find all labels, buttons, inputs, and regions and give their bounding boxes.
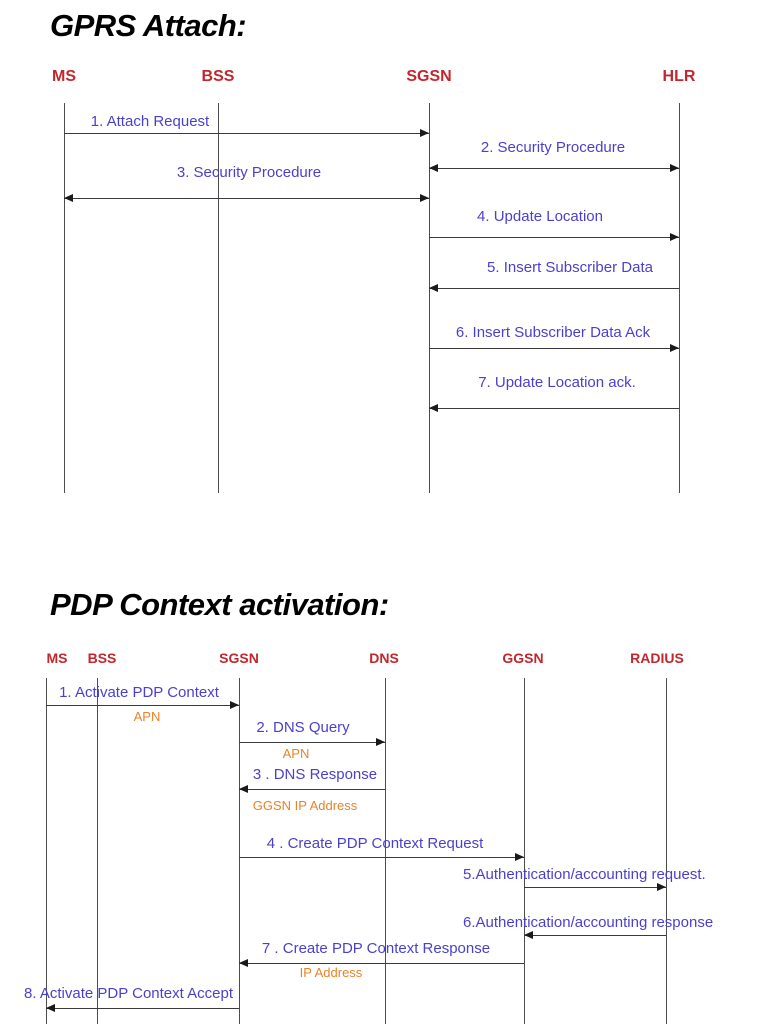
message-label-2: 2. Security Procedure	[480, 139, 626, 156]
annotation-ip-address: IP Address	[299, 965, 363, 980]
actor-label-sgsn-2: SGSN	[219, 650, 259, 666]
arrowhead-right-4	[670, 233, 679, 241]
lifeline-ggsn	[524, 678, 525, 1024]
message-line-pdp-3	[239, 789, 385, 790]
arrowhead-right-pdp-4	[515, 853, 524, 861]
arrowhead-left-pdp-3	[239, 785, 248, 793]
arrowhead-left-5	[429, 284, 438, 292]
annotation-apn-1: APN	[133, 709, 161, 724]
message-line-pdp-5	[524, 887, 666, 888]
arrowhead-right-1	[420, 129, 429, 137]
actor-label-radius: RADIUS	[630, 650, 684, 666]
message-label-pdp-1: 1. Activate PDP Context	[59, 684, 219, 701]
message-line-pdp-4	[239, 857, 524, 858]
message-label-pdp-7: 7 . Create PDP Context Response	[261, 940, 491, 957]
message-line-3	[64, 198, 429, 199]
actor-label-ggsn: GGSN	[502, 650, 544, 666]
annotation-ggsn-ip-address: GGSN IP Address	[252, 798, 358, 813]
lifeline-hlr	[679, 103, 680, 493]
message-line-pdp-7	[239, 963, 524, 964]
message-label-7: 7. Update Location ack.	[478, 374, 636, 391]
annotation-apn-2: APN	[282, 746, 310, 761]
message-line-4	[429, 237, 679, 238]
message-label-4: 4. Update Location	[477, 208, 603, 225]
arrowhead-left-7	[429, 404, 438, 412]
arrowhead-right-pdp-1	[230, 701, 239, 709]
message-label-pdp-2: 2. DNS Query	[256, 719, 350, 736]
message-label-3: 3. Security Procedure	[176, 164, 322, 181]
lifeline-sgsn-2	[239, 678, 240, 1024]
message-line-pdp-1	[46, 705, 239, 706]
arrowhead-right-2	[670, 164, 679, 172]
actor-label-hlr: HLR	[662, 68, 696, 85]
message-line-1	[64, 133, 429, 134]
lifeline-ms-2	[46, 678, 47, 1024]
lifeline-radius	[666, 678, 667, 1024]
lifeline-dns	[385, 678, 386, 1024]
message-line-pdp-6	[524, 935, 666, 936]
message-label-6: 6. Insert Subscriber Data Ack	[455, 324, 651, 341]
arrowhead-left-2	[429, 164, 438, 172]
lifeline-sgsn	[429, 103, 430, 493]
arrowhead-right-3	[420, 194, 429, 202]
actor-label-bss: BSS	[201, 68, 235, 85]
message-line-6	[429, 348, 679, 349]
message-line-5	[429, 288, 679, 289]
actor-label-ms-2: MS	[46, 650, 68, 666]
message-line-pdp-8	[46, 1008, 239, 1009]
arrowhead-left-pdp-6	[524, 931, 533, 939]
message-label-pdp-3: 3 . DNS Response	[252, 766, 378, 783]
message-label-1: 1. Attach Request	[90, 113, 210, 130]
message-label-pdp-5: 5.Authentication/accounting request.	[463, 866, 706, 883]
arrowhead-right-6	[670, 344, 679, 352]
lifeline-ms	[64, 103, 65, 493]
arrowhead-left-pdp-7	[239, 959, 248, 967]
arrowhead-right-pdp-5	[657, 883, 666, 891]
message-label-5: 5. Insert Subscriber Data	[487, 259, 653, 276]
actor-label-sgsn: SGSN	[406, 68, 452, 85]
page-title-gprs-attach: GPRS Attach:	[50, 8, 247, 43]
actor-label-dns: DNS	[369, 650, 399, 666]
lifeline-bss	[218, 103, 219, 493]
message-label-pdp-8: 8. Activate PDP Context Accept	[24, 985, 234, 1002]
actor-label-bss-2: BSS	[87, 650, 117, 666]
actor-label-ms: MS	[52, 68, 76, 85]
lifeline-bss-2	[97, 678, 98, 1024]
message-line-2	[429, 168, 679, 169]
message-line-pdp-2	[239, 742, 385, 743]
arrowhead-right-pdp-2	[376, 738, 385, 746]
arrowhead-left-3	[64, 194, 73, 202]
page-title-pdp-context: PDP Context activation:	[50, 587, 389, 622]
arrowhead-left-pdp-8	[46, 1004, 55, 1012]
message-line-7	[429, 408, 679, 409]
message-label-pdp-4: 4 . Create PDP Context Request	[266, 835, 484, 852]
message-label-pdp-6: 6.Authentication/accounting response	[463, 914, 714, 931]
